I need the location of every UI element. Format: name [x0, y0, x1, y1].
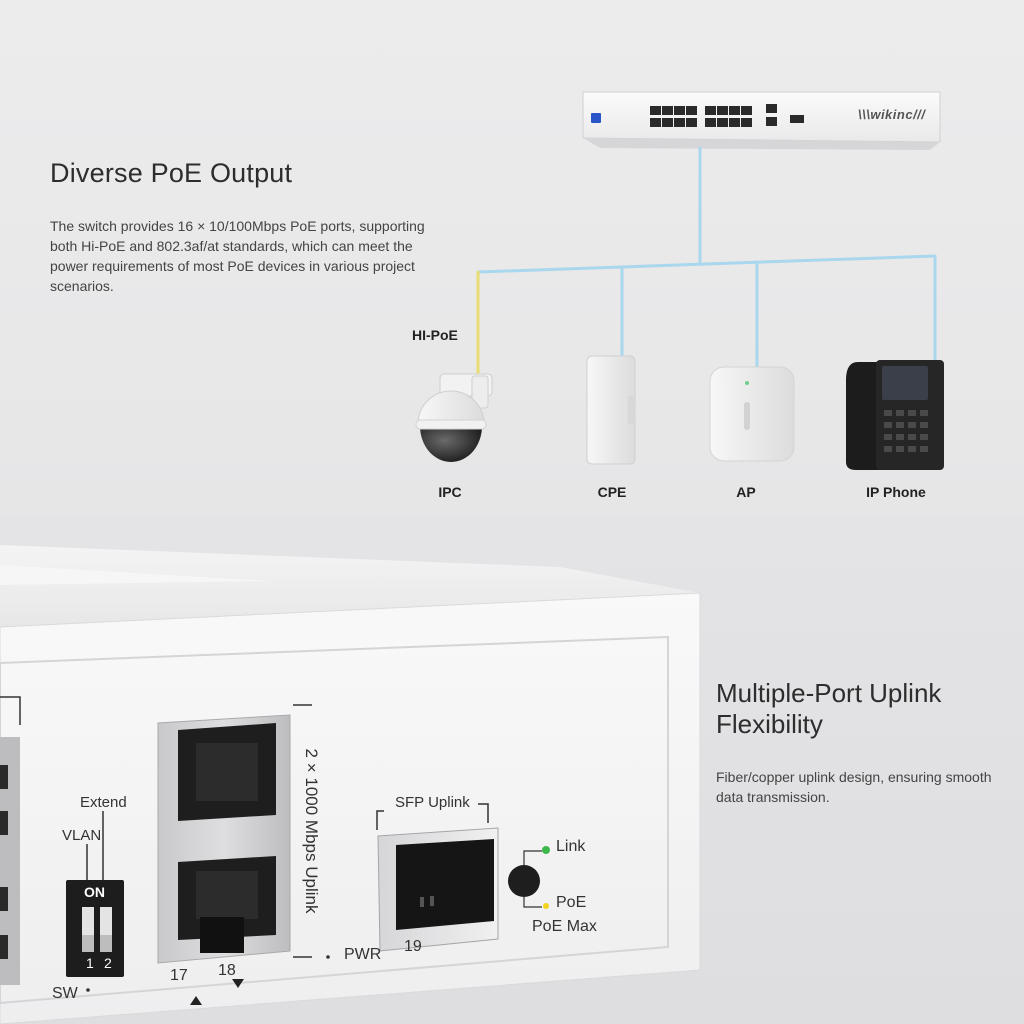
uplink-section: Extend VLAN ON 1 2 SW 2 × 1000 Mbps Upli…: [0, 515, 1024, 1024]
dip-switch: [66, 811, 124, 977]
sfp-uplink-label: SFP Uplink: [395, 794, 470, 811]
uplink-title: Multiple-Port Uplink Flexibility: [716, 678, 942, 739]
extend-label: Extend: [80, 794, 127, 811]
dip-switch-2-label: 2: [104, 955, 112, 971]
dip-switch-1-label: 1: [86, 955, 94, 971]
poe-diagram: [415, 91, 944, 470]
port-19-label: 19: [404, 938, 422, 955]
uplink-label: 2 × 1000 Mbps Uplink: [302, 748, 321, 914]
hipoe-label: HI-PoE: [412, 327, 458, 343]
link-label: Link: [556, 838, 586, 855]
link-led-icon: [542, 846, 550, 854]
switch-brand-logo: \\\wikinc///: [858, 107, 926, 122]
poe-cables: [476, 146, 937, 380]
dip-on-label: ON: [84, 884, 105, 900]
ipc-camera-icon: [415, 373, 493, 462]
ap-device-icon: [709, 366, 795, 462]
port-18-label: 18: [218, 962, 236, 979]
port-17-label: 17: [170, 967, 188, 984]
poe-output-section: \\\wikinc/// Diverse PoE Output The swit…: [0, 0, 1024, 515]
device-label-ip-phone: IP Phone: [866, 484, 926, 500]
device-label-ap: AP: [736, 484, 756, 500]
poe-output-description: The switch provides 16 × 10/100Mbps PoE …: [50, 218, 425, 294]
device-label-ipc: IPC: [438, 484, 462, 500]
cpe-device-icon: [586, 355, 636, 465]
device-label-cpe: CPE: [597, 484, 627, 500]
switch-closeup: [0, 545, 701, 1024]
uplink-description: Fiber/copper uplink design, ensuring smo…: [716, 769, 992, 805]
poe-max-label: PoE Max: [532, 918, 597, 935]
poe-led-icon: [543, 903, 549, 909]
sw-label: SW: [52, 985, 78, 1002]
switch-device: [582, 91, 941, 150]
downlink-ports-partial: [0, 696, 21, 985]
poe-max-button: [508, 846, 550, 909]
sfp-port: [376, 803, 499, 952]
rj45-uplink-ports: [157, 704, 312, 1005]
ip-phone-icon: [846, 360, 944, 470]
poe-label: PoE: [556, 894, 587, 911]
vlan-label: VLAN: [62, 827, 102, 844]
poe-output-title: Diverse PoE Output: [50, 158, 293, 188]
pwr-label: PWR: [344, 946, 382, 963]
